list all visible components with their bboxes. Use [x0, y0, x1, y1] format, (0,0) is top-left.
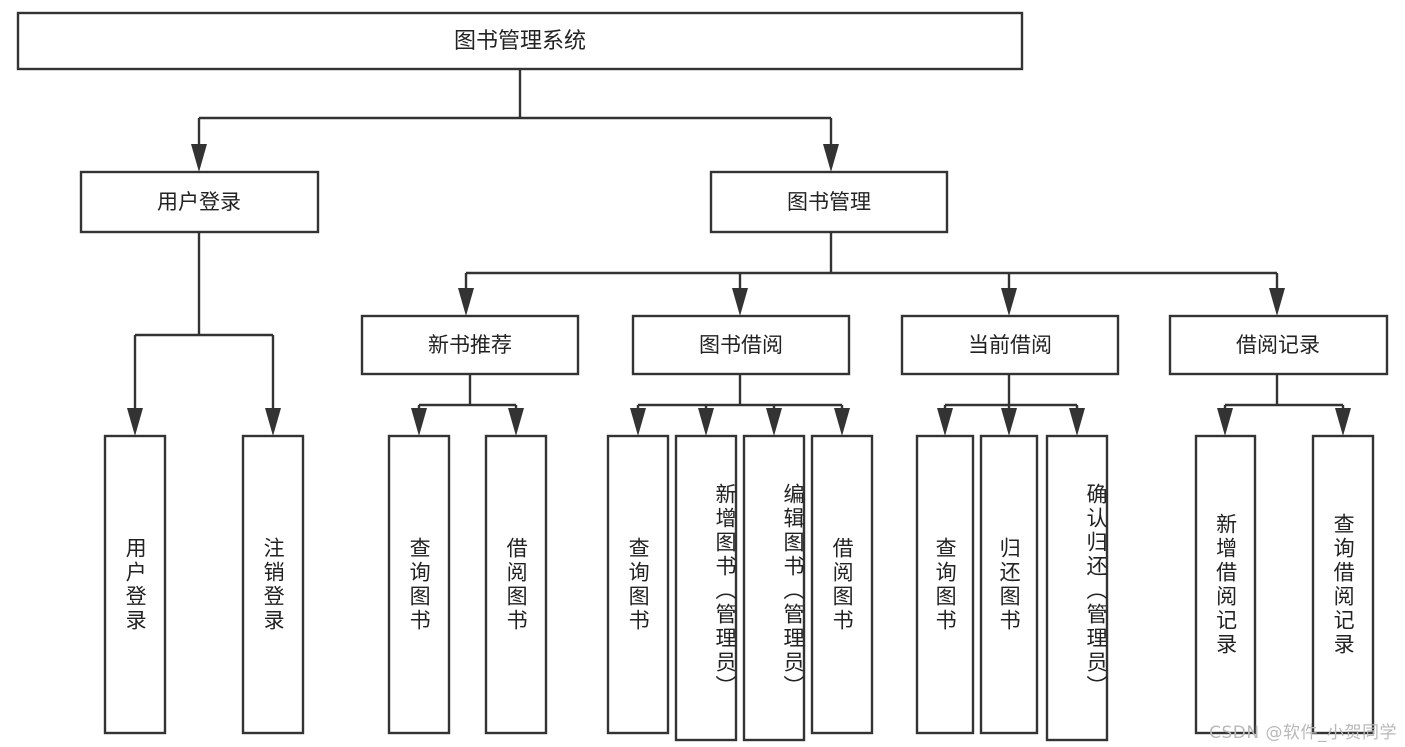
leaf-box-add-record[interactable]	[1194, 434, 1257, 735]
node-book-manage-box[interactable]	[709, 170, 949, 234]
node-book-borrow[interactable]: 图书借阅	[631, 314, 851, 376]
connector-book-borrow-to-leaves	[630, 374, 850, 436]
node-user-login[interactable]: 用户登录	[79, 170, 320, 234]
node-root-label: 图书管理系统	[454, 29, 586, 54]
arrow-head-leaf-borrow-book-rec	[508, 408, 524, 436]
leaf-box-return-book[interactable]	[979, 434, 1039, 735]
leaf-box-query-record[interactable]	[1311, 434, 1375, 735]
node-new-book-recommend[interactable]: 新书推荐	[360, 314, 580, 376]
leaf-box-borrow-book[interactable]	[810, 434, 874, 735]
node-book-borrow-label: 图书借阅	[699, 333, 783, 357]
node-current-borrow[interactable]: 当前借阅	[900, 314, 1120, 376]
leaf-box-edit-book[interactable]	[742, 434, 806, 742]
node-current-borrow-box[interactable]	[900, 314, 1120, 376]
arrow-head-leaf-confirm-return	[1069, 408, 1085, 436]
node-root-box[interactable]	[16, 11, 1024, 71]
node-current-borrow-label: 当前借阅	[968, 333, 1052, 357]
connector-user-login-to-leaves	[127, 232, 281, 436]
node-root[interactable]: 图书管理系统	[16, 11, 1024, 71]
node-borrow-record-label: 借阅记录	[1236, 333, 1320, 357]
arrow-head-book-borrow	[732, 288, 748, 316]
node-book-manage[interactable]: 图书管理	[709, 170, 949, 234]
connector-book-manage-to-level3	[458, 232, 1285, 316]
arrow-head-leaf-query-book-rec	[411, 408, 427, 436]
arrow-head-leaf-logout	[265, 408, 281, 436]
leaf-box-query-book-cur[interactable]	[915, 434, 975, 735]
arrow-head-current-borrow	[1001, 288, 1017, 316]
leaf-box-query-book-rec[interactable]	[387, 434, 451, 735]
node-borrow-record-box[interactable]	[1168, 314, 1389, 376]
node-user-login-box[interactable]	[79, 170, 320, 234]
arrow-head-borrow-record	[1269, 288, 1285, 316]
csdn-watermark: CSDN @软件_小贺同学	[1209, 723, 1397, 743]
leaf-box-logout[interactable]	[241, 434, 305, 735]
leaf-box-query-book-borrow[interactable]	[606, 434, 670, 735]
node-book-manage-label: 图书管理	[787, 190, 871, 214]
arrow-head-leaf-user-login	[127, 408, 143, 436]
arrow-head-leaf-add-book	[698, 408, 714, 436]
connector-borrow-record-to-leaves	[1217, 374, 1351, 436]
leaf-boxes	[103, 434, 1375, 742]
arrow-head-leaf-query-record	[1335, 408, 1351, 436]
node-new-book-recommend-label: 新书推荐	[428, 333, 512, 357]
arrow-head-book-manage	[823, 144, 839, 172]
node-user-login-label: 用户登录	[157, 190, 241, 214]
arrow-head-leaf-return-book	[1001, 408, 1017, 436]
arrow-head-leaf-edit-book	[766, 408, 782, 436]
arrow-head-leaf-query-book-cur	[937, 408, 953, 436]
connector-root-to-level2	[191, 69, 839, 172]
connector-new-book-recommend-to-leaves	[411, 374, 524, 436]
arrow-head-leaf-borrow-book	[834, 408, 850, 436]
node-borrow-record[interactable]: 借阅记录	[1168, 314, 1389, 376]
arrow-head-leaf-query-book-borrow	[630, 408, 646, 436]
leaf-box-confirm-return[interactable]	[1045, 434, 1109, 742]
connector-current-borrow-to-leaves	[937, 374, 1085, 436]
arrow-head-new-book-recommend	[458, 288, 474, 316]
leaf-box-borrow-book-rec[interactable]	[484, 434, 548, 735]
node-new-book-recommend-box[interactable]	[360, 314, 580, 376]
arrow-head-user-login	[191, 144, 207, 172]
node-book-borrow-box[interactable]	[631, 314, 851, 376]
arrow-head-leaf-add-record	[1217, 408, 1233, 436]
leaf-box-user-login[interactable]	[103, 434, 167, 735]
leaf-box-add-book[interactable]	[674, 434, 738, 742]
